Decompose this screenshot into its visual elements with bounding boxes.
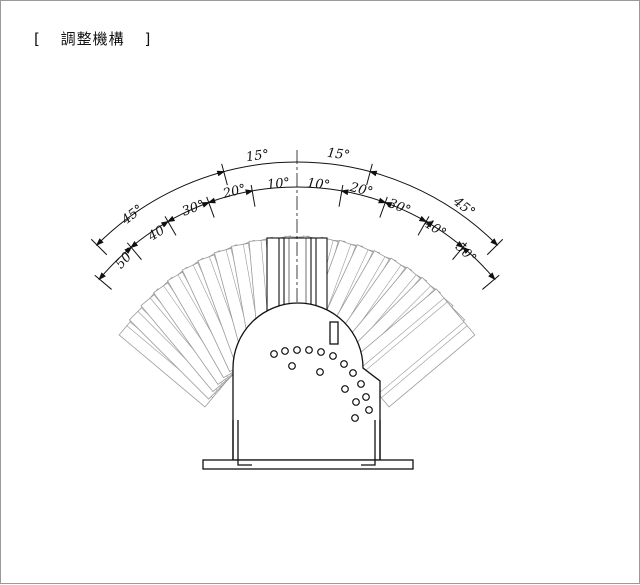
hole xyxy=(351,414,359,422)
label-inner-left-50: 50° xyxy=(113,245,140,272)
hole xyxy=(362,393,370,401)
angle-labels: 15° 15° 45° 45° 10° 10° 20° 20° 30° 30° … xyxy=(113,146,479,272)
inner-extension-line xyxy=(417,216,430,236)
arrow xyxy=(368,170,378,177)
inner-extension-line xyxy=(338,184,344,207)
hole xyxy=(352,398,360,406)
label-inner-left-20: 20° xyxy=(221,182,248,202)
arrow xyxy=(383,202,393,208)
ghost-blade-rib xyxy=(358,297,445,371)
label-inner-right-50: 50° xyxy=(452,240,479,267)
title-text: 調整機構 xyxy=(60,30,125,48)
label-outer-left-45: 45° xyxy=(118,202,146,229)
label-inner-left-10: 10° xyxy=(266,176,290,193)
inner-extension-line xyxy=(452,242,468,260)
ghost-blade-rib xyxy=(361,301,448,375)
arrow xyxy=(160,220,170,228)
base-flanges xyxy=(202,420,414,470)
label-inner-left-30: 30° xyxy=(180,198,207,220)
label-inner-right-20: 20° xyxy=(347,180,374,200)
outer-dimension-arc xyxy=(96,161,498,246)
inner-dimension-arc xyxy=(98,186,496,280)
hole xyxy=(293,346,301,354)
arrow xyxy=(424,220,434,228)
hole xyxy=(357,380,365,388)
arrow xyxy=(166,215,176,223)
title-open-bracket: [ xyxy=(34,30,41,48)
ghost-blade-rib xyxy=(381,325,468,398)
arrow xyxy=(207,197,216,204)
hole xyxy=(349,369,357,377)
arrow xyxy=(378,197,387,204)
label-outer-left-15: 15° xyxy=(245,147,270,165)
section-title: [ 調整機構 ] xyxy=(34,28,151,49)
inner-extension-line xyxy=(126,242,142,260)
ghost-blade-rib xyxy=(377,321,465,395)
arrow xyxy=(455,241,464,249)
hole xyxy=(341,385,349,393)
title-close-bracket: ] xyxy=(144,30,152,48)
hole xyxy=(270,350,278,358)
hole xyxy=(305,346,313,354)
angle-dimensions xyxy=(90,161,504,290)
arrow xyxy=(95,238,104,246)
base-body xyxy=(232,302,381,461)
outer-extension-line xyxy=(486,238,504,256)
arrow xyxy=(130,241,139,249)
hole xyxy=(281,347,289,355)
label-outer-right-45: 45° xyxy=(449,194,477,221)
arrow xyxy=(98,272,106,281)
outer-extension-line xyxy=(221,163,228,186)
inner-extension-line xyxy=(379,196,388,218)
label-inner-right-30: 30° xyxy=(386,196,413,219)
arrow xyxy=(461,246,470,254)
inner-extension-line xyxy=(250,184,256,207)
arrow xyxy=(490,238,499,246)
label-outer-right-15: 15° xyxy=(326,146,351,164)
label-inner-right-10: 10° xyxy=(306,176,330,193)
outer-extension-line xyxy=(366,163,373,186)
outer-extension-line xyxy=(90,238,108,256)
arrow xyxy=(245,189,254,196)
inner-extension-line xyxy=(206,196,215,218)
hole xyxy=(317,348,325,356)
hole xyxy=(316,368,324,376)
arrow xyxy=(124,246,133,254)
arrow xyxy=(201,202,211,208)
hole xyxy=(365,406,373,414)
inner-extension-line xyxy=(482,274,500,290)
blade-fan xyxy=(118,235,476,408)
arrow xyxy=(340,189,349,196)
hole xyxy=(288,362,296,370)
arrow xyxy=(488,272,496,281)
inner-extension-line xyxy=(94,274,112,290)
inner-extension-line xyxy=(164,216,177,236)
arrow xyxy=(216,170,226,177)
hole xyxy=(340,360,348,368)
adjustment-holes xyxy=(270,346,373,422)
hole xyxy=(329,352,337,360)
arrow xyxy=(418,215,428,223)
